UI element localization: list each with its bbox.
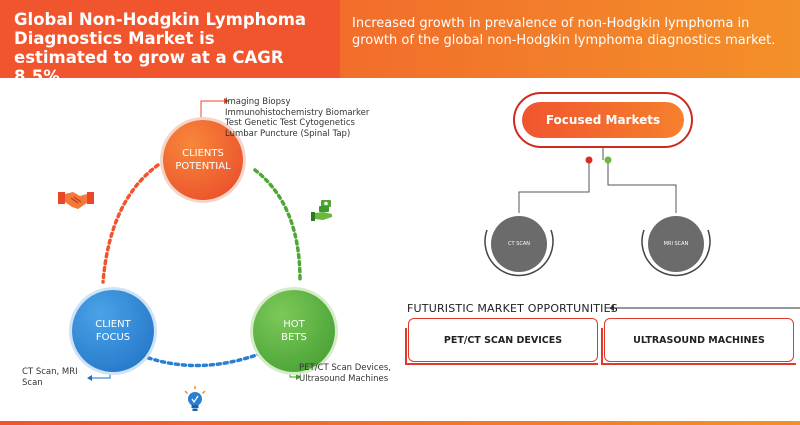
mri-scan-circle: MRI SCAN (648, 216, 704, 272)
money-hand-icon (311, 200, 332, 221)
banner-left-panel (0, 0, 340, 78)
ct-scan-circle: CT SCAN (491, 216, 547, 272)
pet-ct-box: PET/CT SCAN DEVICES (408, 318, 598, 362)
client-focus-label: CLIENT FOCUS (95, 319, 131, 343)
client-focus-note: CT Scan, MRI Scan (22, 367, 78, 388)
pointer-hot (289, 372, 296, 378)
hot-bets-circle: HOT BETS (253, 290, 335, 372)
hot-bets-note: PET/CT Scan Devices, Ultrasound Machines (299, 363, 391, 384)
ultrasound-box: ULTRASOUND MACHINES (604, 318, 794, 362)
arc-green (253, 168, 302, 282)
futuristic-title: FUTURISTIC MARKET OPPORTUNITIES (407, 302, 618, 315)
focused-markets-pill: Focused Markets (522, 102, 684, 138)
banner-right-panel (300, 0, 800, 78)
clients-potential-circle: CLIENTS POTENTIAL (163, 120, 243, 200)
client-focus-circle: CLIENT FOCUS (72, 290, 154, 372)
focused-markets-outline (513, 92, 693, 148)
header-banner: Global Non-Hodgkin Lymphoma Diagnostics … (0, 0, 800, 86)
handshake-icon (58, 192, 94, 209)
banner-description: Increased growth in prevalence of non-Ho… (352, 16, 776, 48)
green-dot (604, 156, 612, 164)
clients-potential-label: CLIENTS POTENTIAL (175, 148, 231, 172)
red-dot (585, 156, 593, 164)
bottom-bar (0, 421, 800, 425)
pointer-clients (200, 100, 224, 122)
arc-blue (133, 351, 264, 368)
arc-orange (101, 163, 160, 284)
hot-bets-label: HOT BETS (281, 319, 307, 343)
pointer-focus (92, 372, 111, 379)
lightbulb-icon (184, 386, 206, 411)
banner-title: Global Non-Hodgkin Lymphoma Diagnostics … (14, 10, 307, 86)
clients-potential-note: Imaging Biopsy Immunohistochemistry Biom… (225, 97, 370, 139)
